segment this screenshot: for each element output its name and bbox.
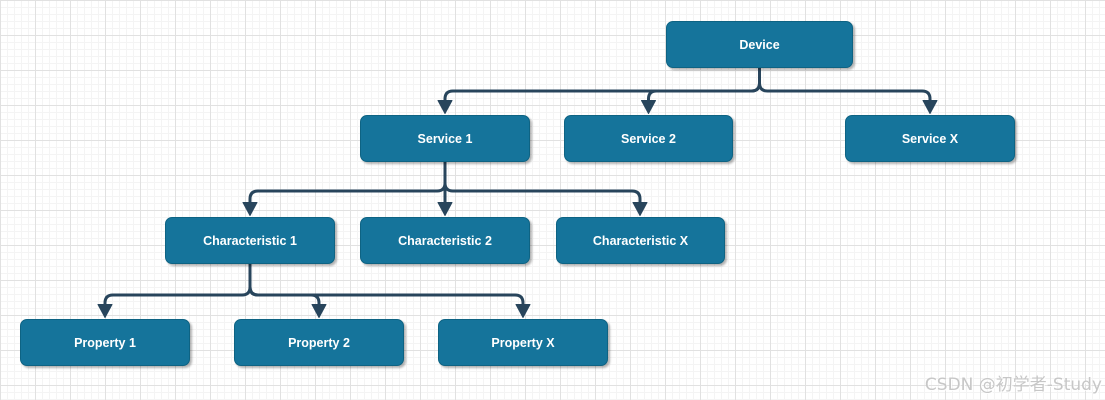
arrowhead-icon xyxy=(242,202,258,216)
arrowhead-icon xyxy=(311,304,327,318)
edge-char1-prop1 xyxy=(97,264,252,318)
edge-service1-char1 xyxy=(242,162,447,216)
arrowhead-icon xyxy=(437,100,453,114)
arrowhead-icon xyxy=(437,202,453,216)
arrowhead-icon xyxy=(641,100,656,114)
arrowhead-icon xyxy=(515,304,531,318)
edge-char1-prop2 xyxy=(248,264,327,318)
edge-service1-charX xyxy=(443,162,648,216)
edge-char1-propX xyxy=(248,264,531,318)
node-characteristic-x: Characteristic X xyxy=(556,217,725,264)
node-property-2: Property 2 xyxy=(234,319,404,366)
edge-device-service1 xyxy=(437,68,761,114)
edge-device-service2 xyxy=(641,68,761,114)
node-service-x: Service X xyxy=(845,115,1015,162)
node-service-1: Service 1 xyxy=(360,115,530,162)
node-characteristic-2: Characteristic 2 xyxy=(360,217,530,264)
arrowhead-icon xyxy=(632,202,648,216)
edge-device-serviceX xyxy=(758,68,938,114)
node-characteristic-1: Characteristic 1 xyxy=(165,217,335,264)
arrowhead-icon xyxy=(922,100,938,114)
node-service-2: Service 2 xyxy=(564,115,733,162)
edge-service1-char2 xyxy=(437,162,453,216)
node-device: Device xyxy=(666,21,853,68)
node-property-1: Property 1 xyxy=(20,319,190,366)
node-property-x: Property X xyxy=(438,319,608,366)
arrowhead-icon xyxy=(97,304,113,318)
watermark: CSDN @初学者-Study xyxy=(924,375,1102,395)
